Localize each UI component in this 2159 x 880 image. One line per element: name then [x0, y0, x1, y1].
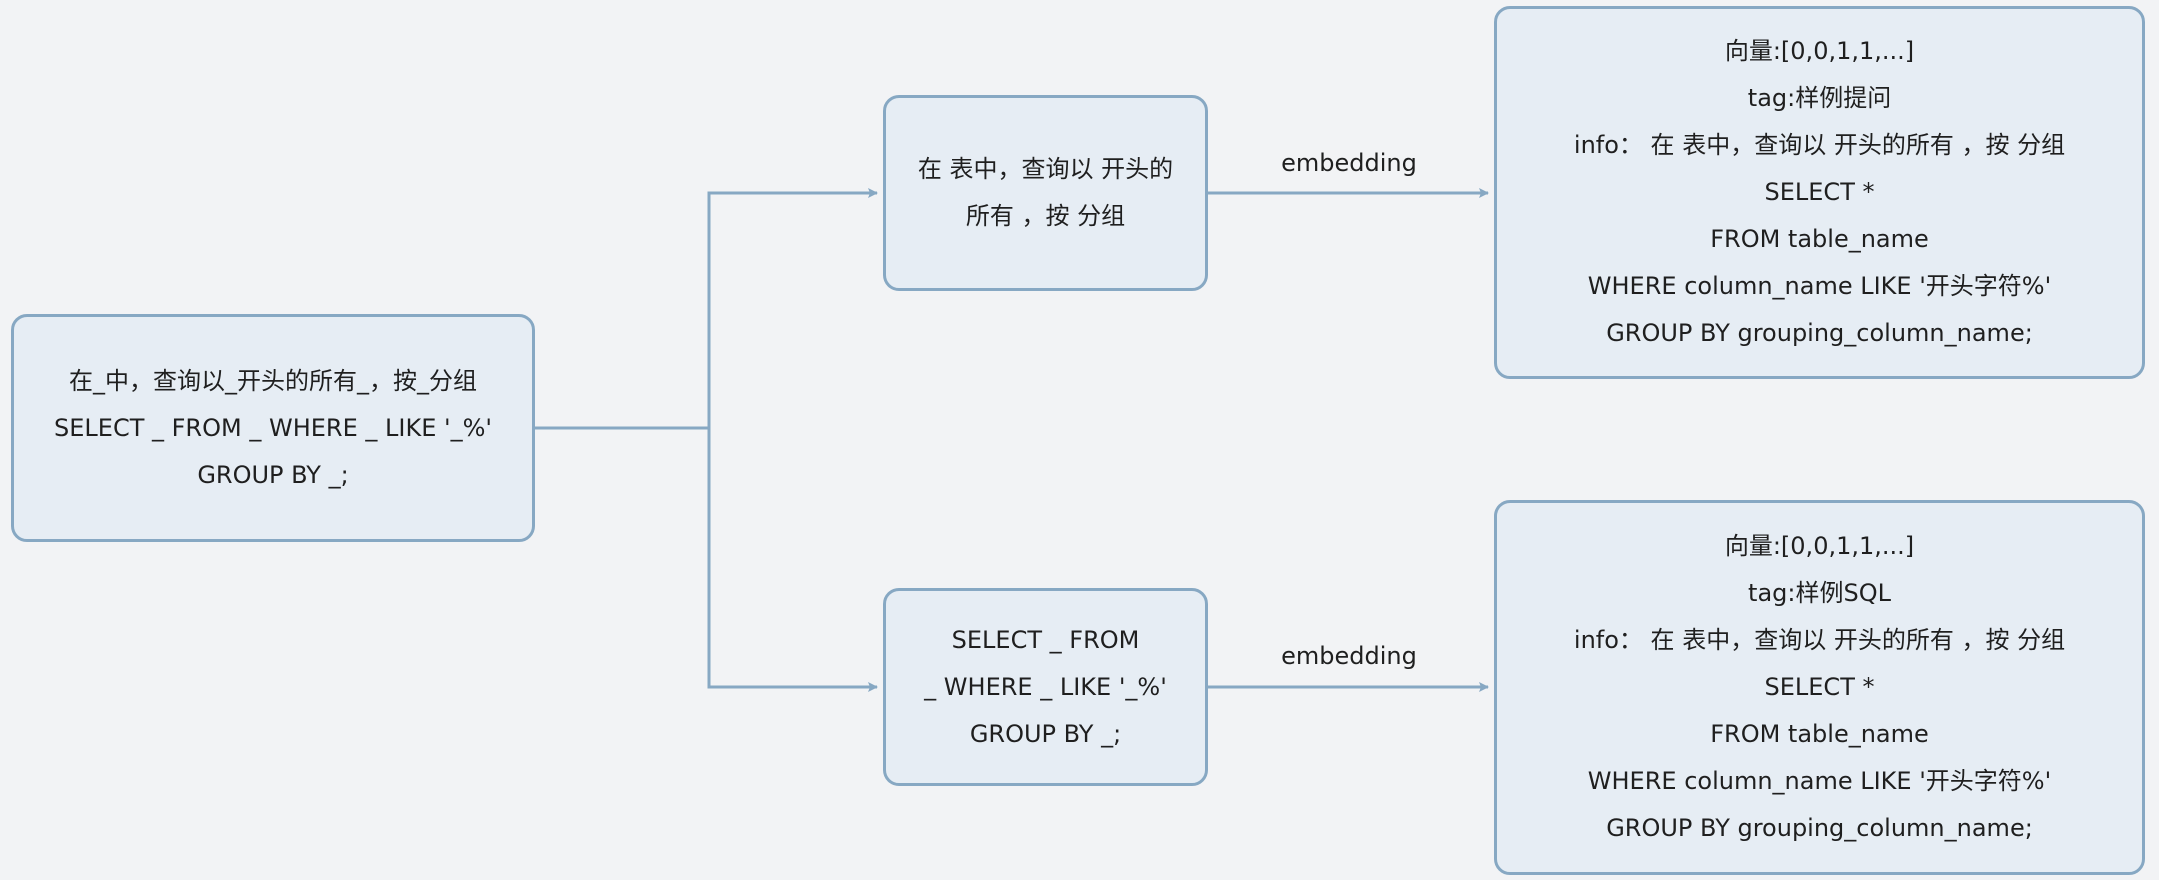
vector-line: 向量:[0,0,1,1,...] — [1724, 532, 1915, 560]
vector-record-sql-node: 向量:[0,0,1,1,...] tag:样例SQL info： 在 表中，查询… — [1494, 500, 2145, 875]
sql-line: GROUP BY grouping_column_name; — [1606, 814, 2033, 842]
edge-label-embedding: embedding — [1281, 149, 1417, 177]
source-template-node: 在_中，查询以_开头的所有_，按_分组 SELECT _ FROM _ WHER… — [11, 314, 535, 542]
question-template-line: 在 表中，查询以 开头的 — [917, 155, 1174, 183]
info-line: info： 在 表中，查询以 开头的所有 ，按 分组 — [1573, 131, 2066, 159]
sql-line: GROUP BY grouping_column_name; — [1606, 319, 2033, 347]
edge-source-to-question — [707, 188, 878, 428]
edge-label-embedding: embedding — [1281, 642, 1417, 670]
sql-line: WHERE column_name LIKE '开头字符%' — [1587, 767, 2052, 795]
source-template-line: 在_中，查询以_开头的所有_，按_分组 — [69, 366, 477, 395]
question-template-node: 在 表中，查询以 开头的 所有 ，按 分组 — [883, 95, 1208, 291]
vector-record-question-node: 向量:[0,0,1,1,...] tag:样例提问 info： 在 表中，查询以… — [1494, 6, 2145, 379]
sql-line: SELECT * — [1764, 673, 1875, 701]
vector-line: 向量:[0,0,1,1,...] — [1724, 37, 1915, 65]
sql-template-line: SELECT _ FROM — [951, 625, 1140, 654]
question-template-line: 所有 ，按 分组 — [965, 202, 1126, 230]
tag-line: tag:样例SQL — [1748, 579, 1891, 607]
info-line: info： 在 表中，查询以 开头的所有 ，按 分组 — [1573, 626, 2066, 654]
sql-template-line: GROUP BY _; — [969, 719, 1122, 748]
source-template-line: SELECT _ FROM _ WHERE _ LIKE '_%' — [54, 413, 492, 442]
edge-source-to-sql — [707, 428, 878, 692]
sql-line: SELECT * — [1764, 178, 1875, 206]
sql-line: WHERE column_name LIKE '开头字符%' — [1587, 272, 2052, 300]
sql-line: FROM table_name — [1710, 720, 1929, 748]
source-template-line: GROUP BY _; — [197, 460, 349, 489]
sql-template-line: _ WHERE _ LIKE '_%' — [924, 672, 1167, 701]
sql-template-node: SELECT _ FROM _ WHERE _ LIKE '_%' GROUP … — [883, 588, 1208, 786]
sql-line: FROM table_name — [1710, 225, 1929, 253]
tag-line: tag:样例提问 — [1747, 84, 1892, 112]
